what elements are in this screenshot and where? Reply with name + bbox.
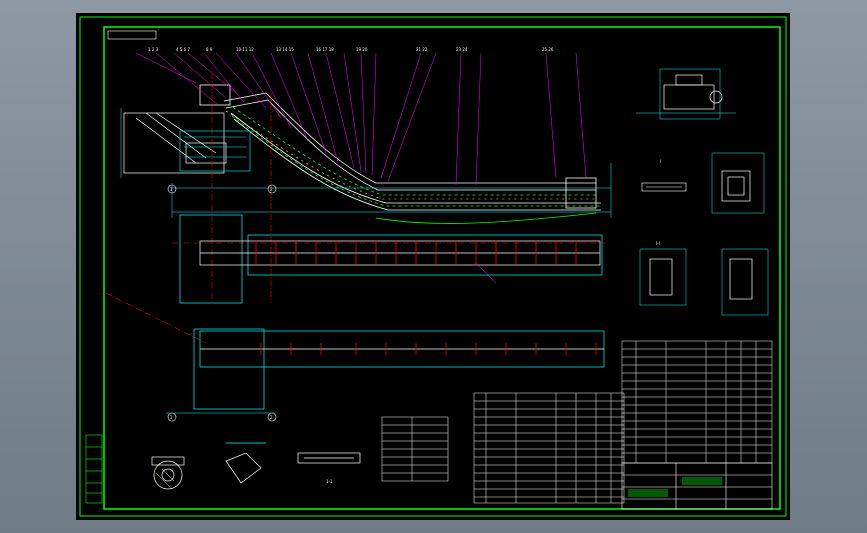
parts-list-right: [621, 340, 773, 464]
section-view-frame: [711, 152, 765, 214]
svg-text:23 24: 23 24: [456, 47, 468, 52]
svg-text:4 5 6 7: 4 5 6 7: [176, 47, 190, 52]
leader-labels: 1 2 3 4 5 6 7 8 9 10 11 12 13 14 15 16 17 18…: [148, 47, 554, 52]
section-view-detail: [721, 170, 751, 202]
drive-unit-details: [179, 130, 251, 172]
plan-view-upper: [179, 214, 603, 304]
inner-frame: [103, 26, 781, 510]
svg-text:16 17 18: 16 17 18: [316, 47, 334, 52]
inclined-conveyor: [199, 84, 601, 211]
outer-frame: [79, 16, 787, 517]
plan-view-lower: [193, 328, 605, 410]
svg-text:8 9: 8 9: [206, 47, 213, 52]
axis-marker-2b: 2: [270, 415, 273, 420]
lower-return-curve: [375, 212, 597, 224]
left-title-strip: [85, 434, 103, 504]
chain-hatch: [225, 110, 598, 200]
svg-text:13 14 15: 13 14 15: [276, 47, 294, 52]
section-views-dims: [639, 248, 769, 316]
wheel-hatch: [155, 468, 175, 488]
parameter-table: [381, 416, 449, 482]
title-block: [621, 462, 773, 510]
plan-view-flights: [255, 241, 577, 265]
plan-view-chain: [199, 240, 601, 266]
svg-text:25 26: 25 26: [542, 47, 554, 52]
svg-text:1 2 3: 1 2 3: [148, 47, 159, 52]
wheel-detail: [151, 456, 185, 490]
drive-unit: [123, 112, 227, 174]
svg-text:10 11 12: 10 11 12: [236, 47, 254, 52]
section-mark-i: I: [660, 159, 661, 164]
plan-leader: [475, 262, 497, 284]
leader-lines: [135, 52, 587, 186]
section-views: [649, 258, 753, 300]
centerlines: [105, 73, 606, 344]
axis-marker-1b: 1: [170, 415, 173, 420]
small-section-detail: [641, 182, 687, 192]
side-view-dims: [636, 68, 736, 120]
chain-links: [227, 103, 600, 207]
drawing-sheet[interactable]: 1 2 3 4 5 6 7 8 9 10 11 12 13 14 15 16 17 18…: [76, 13, 790, 520]
axis-marker-1a: 1: [170, 187, 173, 192]
svg-text:19 20: 19 20: [356, 47, 368, 52]
parts-list-left: [473, 392, 625, 504]
svg-text:21 22: 21 22: [416, 47, 428, 52]
guide-rail-detail: [297, 452, 361, 464]
drawing-number-box: [107, 30, 157, 40]
section-mark-i-i: I-I: [656, 241, 660, 246]
dimension-lines: [120, 108, 612, 218]
side-view-detail: [663, 74, 723, 110]
plan-view-lower-bolts: [260, 343, 597, 355]
drawing-canvas: 1 2 3 4 5 6 7 8 9 10 11 12 13 14 15 16 17 18…: [79, 16, 787, 517]
title-block-fill: [628, 477, 722, 497]
axis-marker-2a: 2: [270, 187, 273, 192]
bracket-detail: [225, 442, 266, 484]
section-mark-1-1: 1-1: [326, 479, 333, 484]
